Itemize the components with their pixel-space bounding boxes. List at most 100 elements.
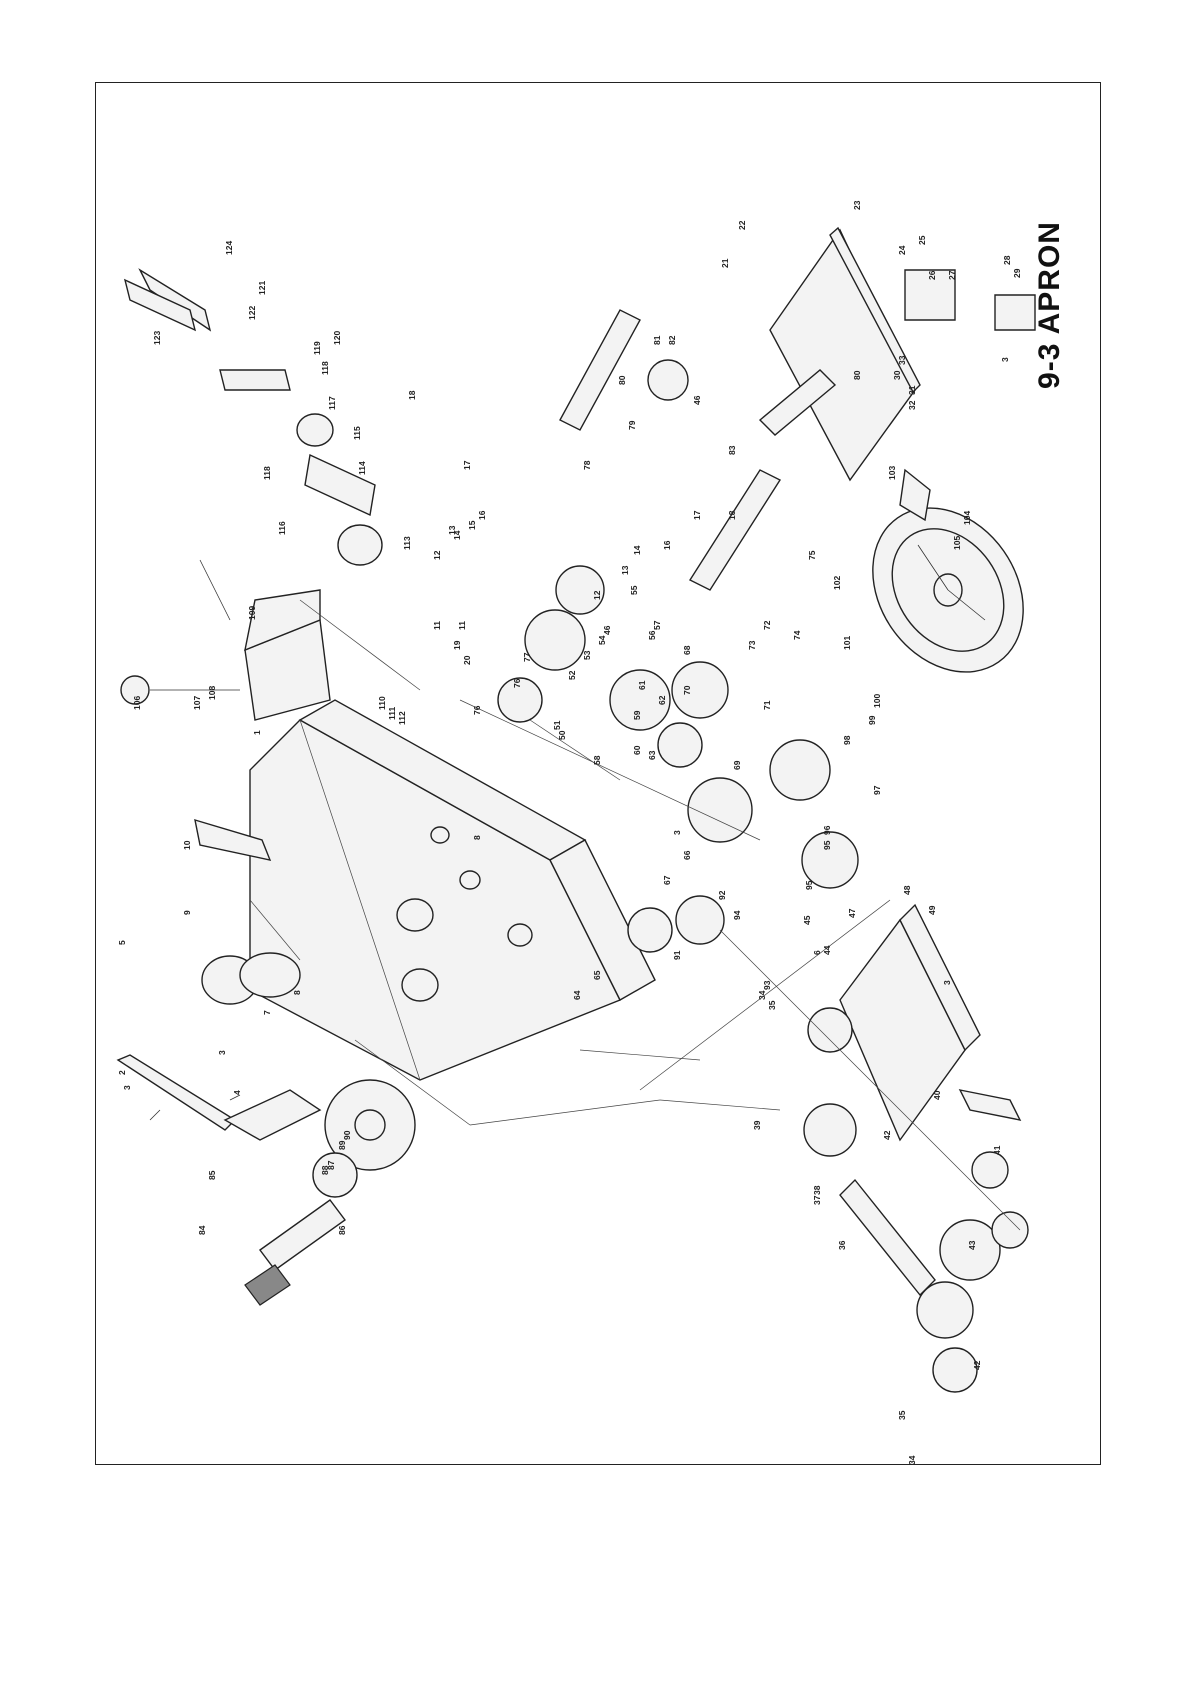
part-label: 36: [837, 1240, 847, 1250]
part-label: 27: [947, 270, 957, 280]
part-label: 81: [652, 335, 662, 345]
part-label: 64: [572, 990, 582, 1000]
part-label: 47: [847, 908, 857, 918]
part-label: 104: [962, 511, 972, 525]
part-label: 17: [692, 510, 702, 520]
leader-lines: [249, 599, 1021, 1231]
part-label: 17: [462, 460, 472, 470]
part-label: 13: [447, 525, 457, 535]
part-label: 26: [927, 270, 937, 280]
part-label: 23: [852, 200, 862, 210]
part-label: 100: [872, 694, 882, 708]
part-label: 32: [907, 400, 917, 410]
part-label: 65: [592, 970, 602, 980]
part-label: 8: [472, 835, 482, 840]
part-label: 82: [667, 335, 677, 345]
part-label: 86: [337, 1225, 347, 1235]
part-label: 15: [467, 520, 477, 530]
part-label: 80: [617, 375, 627, 385]
part-label: 8: [292, 990, 302, 995]
diagram-frame: [95, 82, 1101, 1465]
part-label: 118: [320, 361, 330, 375]
part-label: 115: [352, 426, 362, 440]
part-label: 50: [557, 730, 567, 740]
part-label: 70: [682, 685, 692, 695]
part-label: 94: [732, 910, 742, 920]
part-label: 106: [132, 696, 142, 710]
part-label: 123: [152, 331, 162, 345]
apron-body: [249, 699, 656, 1081]
part-label: 103: [887, 466, 897, 480]
part-label: 90: [342, 1130, 352, 1140]
part-label: 37: [812, 1195, 822, 1205]
part-label: 63: [647, 750, 657, 760]
part-label: 124: [224, 241, 234, 255]
part-label: 43: [967, 1240, 977, 1250]
part-label: 62: [657, 695, 667, 705]
part-label: 34: [757, 990, 767, 1000]
part-label: 38: [812, 1185, 822, 1195]
part-label: 48: [902, 885, 912, 895]
part-label: 93: [762, 980, 772, 990]
part-label: 46: [602, 625, 612, 635]
part-label: 120: [332, 331, 342, 345]
part-label: 24: [897, 245, 907, 255]
part-label: 18: [407, 390, 417, 400]
part-label: 119: [312, 341, 322, 355]
part-label: 54: [597, 635, 607, 645]
part-label: 71: [762, 700, 772, 710]
part-label: 39: [752, 1120, 762, 1130]
page-title: 9-3 APRON: [1033, 221, 1066, 389]
part-label: 28: [1002, 255, 1012, 265]
part-label: 61: [637, 680, 647, 690]
shaft-10: [194, 818, 301, 1005]
part-label: 95: [822, 840, 832, 850]
part-label: 18: [727, 510, 737, 520]
part-label: 76: [472, 705, 482, 715]
part-label: 101: [842, 636, 852, 650]
part-label: 83: [727, 445, 737, 455]
part-label: 67: [662, 875, 672, 885]
part-label: 14: [632, 545, 642, 555]
part-label: 97: [872, 785, 882, 795]
part-label: 1: [252, 730, 262, 735]
part-label: 122: [247, 306, 257, 320]
part-label: 74: [792, 630, 802, 640]
part-label: 96: [822, 825, 832, 835]
part-label: 22: [737, 220, 747, 230]
center-gears: [497, 309, 859, 953]
part-label: 42: [972, 1360, 982, 1370]
part-label: 114: [357, 461, 367, 475]
part-label: 112: [397, 711, 407, 725]
part-label: 52: [567, 670, 577, 680]
feed-box-assembly: [803, 903, 1029, 1393]
part-label: 12: [592, 590, 602, 600]
part-label: 20: [462, 655, 472, 665]
part-label: 84: [197, 1225, 207, 1235]
part-label: 11: [432, 621, 442, 630]
part-label: 57: [652, 620, 662, 630]
bracket-24: [904, 269, 1036, 331]
plate-22: [769, 226, 921, 482]
part-label: 89: [337, 1140, 347, 1150]
part-label: 34: [907, 1455, 917, 1465]
part-label: 10: [182, 840, 192, 850]
part-label: 41: [992, 1145, 1002, 1155]
part-label: 33: [897, 355, 907, 365]
part-label: 46: [692, 395, 702, 405]
part-label: 98: [842, 735, 852, 745]
part-label: 105: [952, 536, 962, 550]
part-label: 16: [477, 510, 487, 520]
part-label: 55: [629, 585, 639, 595]
part-label: 110: [377, 696, 387, 710]
part-label: 5: [117, 940, 127, 945]
part-label: 3: [1000, 357, 1010, 362]
part-label: 29: [1012, 268, 1022, 278]
part-label: 19: [452, 640, 462, 650]
part-label: 107: [192, 696, 202, 710]
part-label: 16: [662, 540, 672, 550]
part-label: 72: [762, 620, 772, 630]
gear-90: [244, 1079, 416, 1306]
part-label: 14: [452, 530, 462, 540]
